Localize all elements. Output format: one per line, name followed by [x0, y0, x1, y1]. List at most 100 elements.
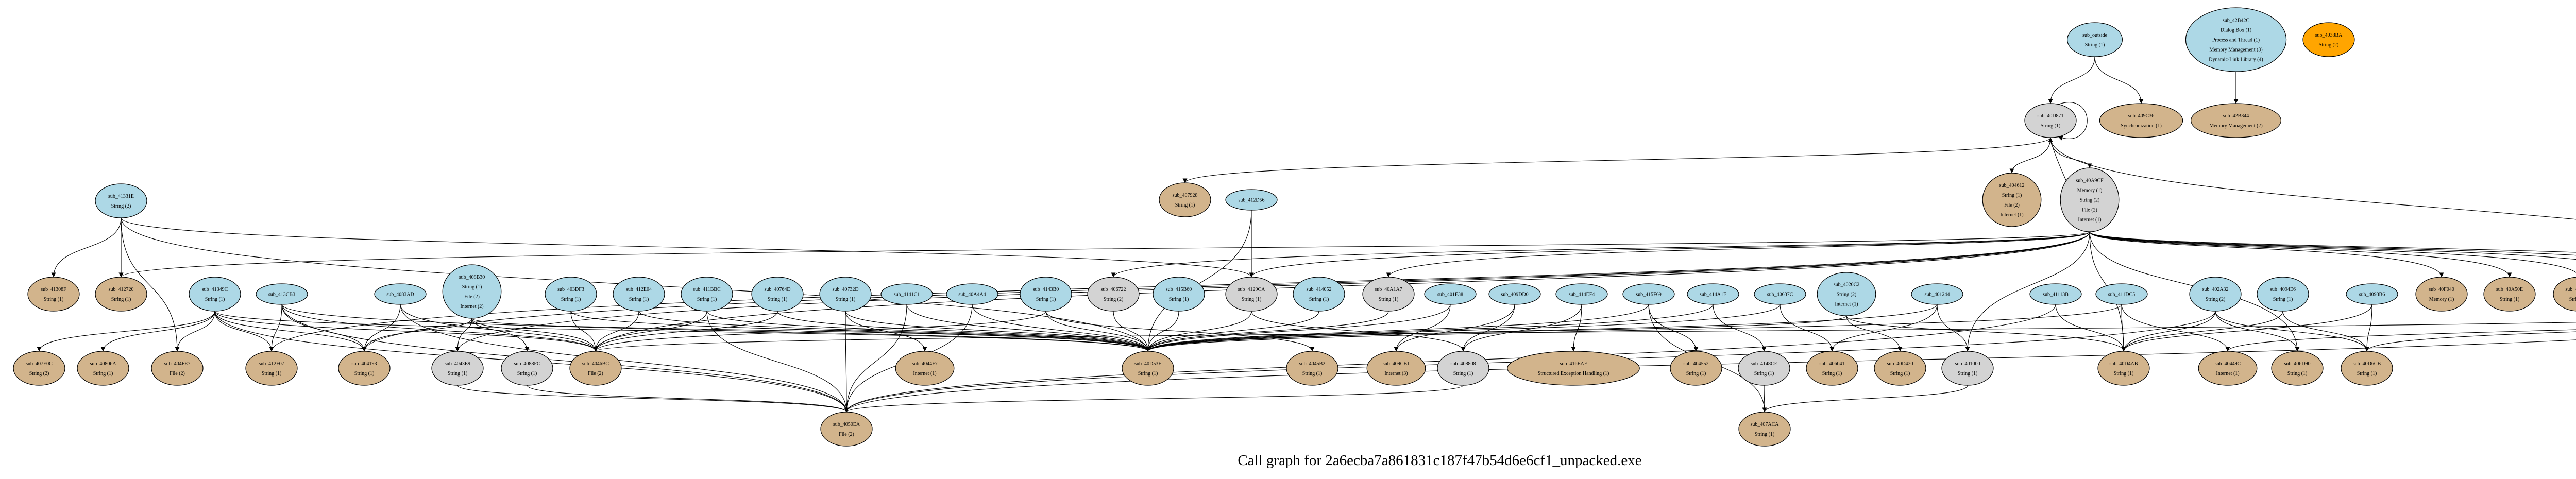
node-ellipse[interactable] [2095, 283, 2148, 305]
node-ellipse[interactable] [2024, 103, 2077, 138]
node-ellipse[interactable] [95, 183, 147, 218]
node-ellipse[interactable] [1874, 351, 1926, 386]
node-ellipse[interactable] [820, 412, 873, 447]
node-ellipse[interactable] [374, 283, 427, 305]
node-ellipse[interactable] [1159, 182, 1211, 217]
node-ellipse[interactable] [442, 264, 502, 319]
node-ellipse[interactable] [501, 351, 553, 386]
node-sub-413cb3[interactable]: sub_413CB3 [256, 283, 308, 305]
node-ellipse[interactable] [569, 351, 622, 386]
node-sub-411dc5[interactable]: sub_411DC5 [2095, 283, 2148, 305]
node-ellipse[interactable] [2257, 277, 2309, 312]
node-ellipse[interactable] [2029, 283, 2082, 305]
node-ellipse[interactable] [245, 351, 298, 386]
node-ellipse[interactable] [545, 277, 597, 312]
node-ellipse[interactable] [681, 277, 733, 312]
node-ellipse[interactable] [1087, 277, 1140, 312]
node-ellipse[interactable] [613, 277, 665, 312]
node-ellipse[interactable] [2189, 277, 2242, 312]
node-ellipse[interactable] [1982, 173, 2042, 227]
node-ellipse[interactable] [2302, 22, 2355, 57]
node-sub-409dd0[interactable]: sub_409DD0 [1488, 283, 1541, 305]
node-ellipse[interactable] [1122, 351, 1174, 386]
node-ellipse[interactable] [2346, 283, 2398, 305]
node-ellipse[interactable] [1225, 189, 1278, 211]
node-ellipse[interactable] [338, 351, 391, 386]
node-ellipse[interactable] [77, 351, 129, 386]
node-sub-4077dd[interactable]: sub_4077DDString (2) [2553, 277, 2576, 312]
node-ellipse[interactable] [1738, 351, 1790, 386]
node-ellipse[interactable] [2553, 277, 2576, 312]
node-sub-415f69[interactable]: sub_415F69 [1622, 283, 1675, 305]
node-ellipse[interactable] [95, 277, 147, 312]
node-ellipse[interactable] [1941, 351, 1994, 386]
node-sub-4141c1[interactable]: sub_4141C1 [880, 283, 933, 305]
node-sub-401244[interactable]: sub_401244 [1911, 283, 1963, 305]
node-ellipse[interactable] [1488, 283, 1541, 305]
node-ellipse[interactable] [1806, 351, 1858, 386]
node-sub-4093b6[interactable]: sub_4093B6 [2346, 283, 2398, 305]
node-sub-414ef4[interactable]: sub_414EF4 [1555, 283, 1608, 305]
node-ellipse[interactable] [1437, 351, 1489, 386]
node-ellipse[interactable] [13, 351, 65, 386]
node-sub-41113b[interactable]: sub_41113B [2029, 283, 2082, 305]
node-ellipse[interactable] [1738, 412, 1791, 447]
node-ellipse[interactable] [431, 351, 484, 386]
node-ellipse[interactable] [1293, 277, 1345, 312]
node-ellipse[interactable] [1225, 277, 1278, 312]
node-sub-40637c[interactable]: sub_40637C [1754, 283, 1806, 305]
node-ellipse[interactable] [2099, 103, 2183, 138]
node-ellipse[interactable] [1362, 277, 1415, 312]
node-sub-4083ad[interactable]: sub_4083AD [374, 283, 427, 305]
node-ellipse[interactable] [2097, 351, 2150, 386]
node-ellipse[interactable] [1153, 277, 1205, 312]
node-ellipse[interactable] [189, 277, 241, 312]
node-ellipse[interactable] [1754, 283, 1806, 305]
node-ellipse[interactable] [2483, 277, 2536, 312]
node-ellipse[interactable] [1555, 283, 1608, 305]
node-ellipse[interactable] [2415, 277, 2468, 312]
node-ellipse[interactable] [946, 283, 998, 305]
node-ellipse[interactable] [27, 277, 80, 312]
node-ellipse[interactable] [2185, 7, 2287, 72]
